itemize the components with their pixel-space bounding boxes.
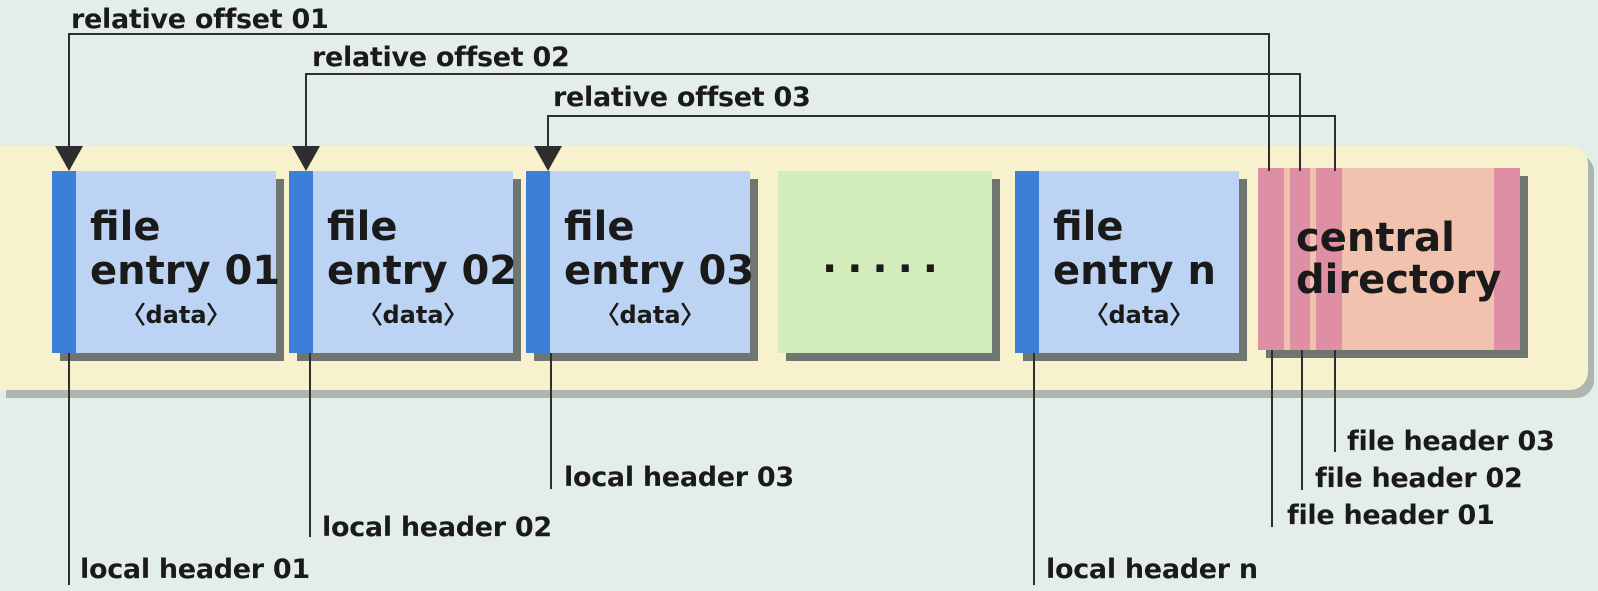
- relative-offset-01-label: relative offset 01: [71, 4, 329, 35]
- file-header-03-stripe: [1316, 168, 1342, 350]
- relative-offset-02-label: relative offset 02: [312, 42, 570, 73]
- entry-n-data: 〈data〉: [1084, 301, 1194, 329]
- offset-03-arrowhead: [534, 146, 562, 171]
- local-header-n-label: local header n: [1046, 554, 1258, 585]
- file-header-03-label: file header 03: [1347, 426, 1555, 457]
- file-entry-03: file entry 03 〈data〉: [526, 171, 754, 353]
- file-entry-02: file entry 02 〈data〉: [289, 171, 517, 353]
- offset-01-arrowhead: [55, 146, 83, 171]
- entry-03-data: 〈data〉: [595, 301, 705, 329]
- offset-01-line: [68, 33, 1270, 171]
- entry-03-line2: entry 03: [564, 248, 755, 294]
- offset-02-line: [305, 73, 1301, 171]
- local-header-02-label: local header 02: [322, 512, 552, 543]
- central-line1: central: [1296, 215, 1455, 261]
- local-header-01-bar: [52, 171, 76, 353]
- entry-01-data: 〈data〉: [121, 301, 231, 329]
- local-header-01-label: local header 01: [80, 554, 310, 585]
- more-entries-box: .....: [778, 171, 992, 353]
- central-directory: central directory: [1258, 168, 1520, 350]
- offset-03-line: [547, 115, 1336, 171]
- entry-n-line1: file: [1053, 204, 1124, 250]
- entry-03-line1: file: [564, 204, 635, 250]
- entry-01-line2: entry 01: [90, 248, 281, 294]
- entry-02-line1: file: [327, 204, 398, 250]
- central-end-stripe: [1494, 168, 1520, 350]
- central-line2: directory: [1296, 257, 1502, 303]
- local-header-02-bar: [289, 171, 313, 353]
- file-header-02-stripe: [1290, 168, 1310, 350]
- entry-01-line1: file: [90, 204, 161, 250]
- entry-02-data: 〈data〉: [358, 301, 468, 329]
- local-header-n-bar: [1015, 171, 1039, 353]
- relative-offset-03-label: relative offset 03: [553, 82, 811, 113]
- local-header-03-bar: [526, 171, 550, 353]
- file-entry-n: file entry n 〈data〉: [1015, 171, 1239, 353]
- ellipsis: .....: [822, 236, 948, 282]
- file-entry-01: file entry 01 〈data〉: [52, 171, 280, 353]
- entry-n-line2: entry n: [1053, 248, 1216, 294]
- offset-02-arrowhead: [292, 146, 320, 171]
- file-header-02-label: file header 02: [1315, 463, 1523, 494]
- entry-02-line2: entry 02: [327, 248, 518, 294]
- local-header-03-label: local header 03: [564, 462, 794, 493]
- file-header-01-stripe: [1258, 168, 1284, 350]
- file-header-01-label: file header 01: [1287, 500, 1495, 531]
